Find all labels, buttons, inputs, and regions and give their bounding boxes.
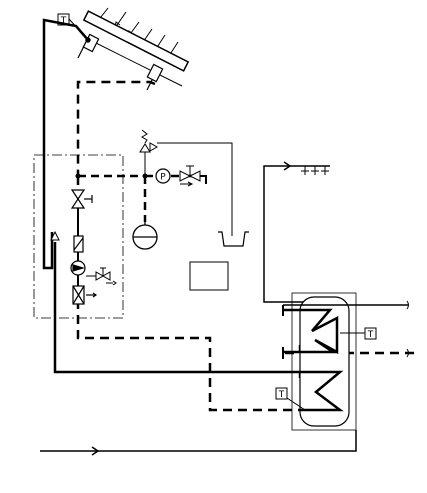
fill-valve bbox=[179, 165, 207, 187]
fill-drain-valve bbox=[86, 267, 117, 286]
air-vent-icon bbox=[50, 230, 60, 241]
sensor-label: T bbox=[60, 16, 67, 26]
tank-sensor-lower: T bbox=[275, 387, 306, 411]
sensor-label: T bbox=[367, 330, 374, 340]
expansion-line bbox=[78, 174, 200, 222]
solar-flow-pipe bbox=[42, 18, 302, 378]
flow-meter bbox=[73, 235, 84, 253]
drain-funnel bbox=[218, 231, 249, 247]
cold-water-inlet bbox=[40, 430, 357, 456]
hot-water-pipe bbox=[263, 161, 330, 303]
circulation-pump bbox=[70, 260, 86, 276]
hot-water-taps bbox=[301, 166, 329, 175]
shutoff-valve bbox=[70, 189, 93, 209]
check-valve bbox=[72, 285, 98, 305]
pump-label: P bbox=[160, 173, 166, 183]
solar-collector bbox=[77, 10, 190, 91]
lower-heat-exchanger bbox=[300, 370, 344, 412]
controller-box bbox=[189, 261, 229, 291]
upper-heat-exchanger bbox=[283, 304, 408, 355]
pump-station-enclosure bbox=[33, 154, 124, 319]
pressure-gauge: P bbox=[155, 168, 171, 184]
safety-valve bbox=[139, 129, 233, 236]
pipe-ends bbox=[406, 300, 409, 358]
solar-return-pipe bbox=[76, 80, 420, 412]
tank-sensor-upper: T bbox=[340, 327, 377, 340]
expansion-vessel bbox=[132, 222, 158, 250]
sensor-label: T bbox=[278, 390, 285, 400]
